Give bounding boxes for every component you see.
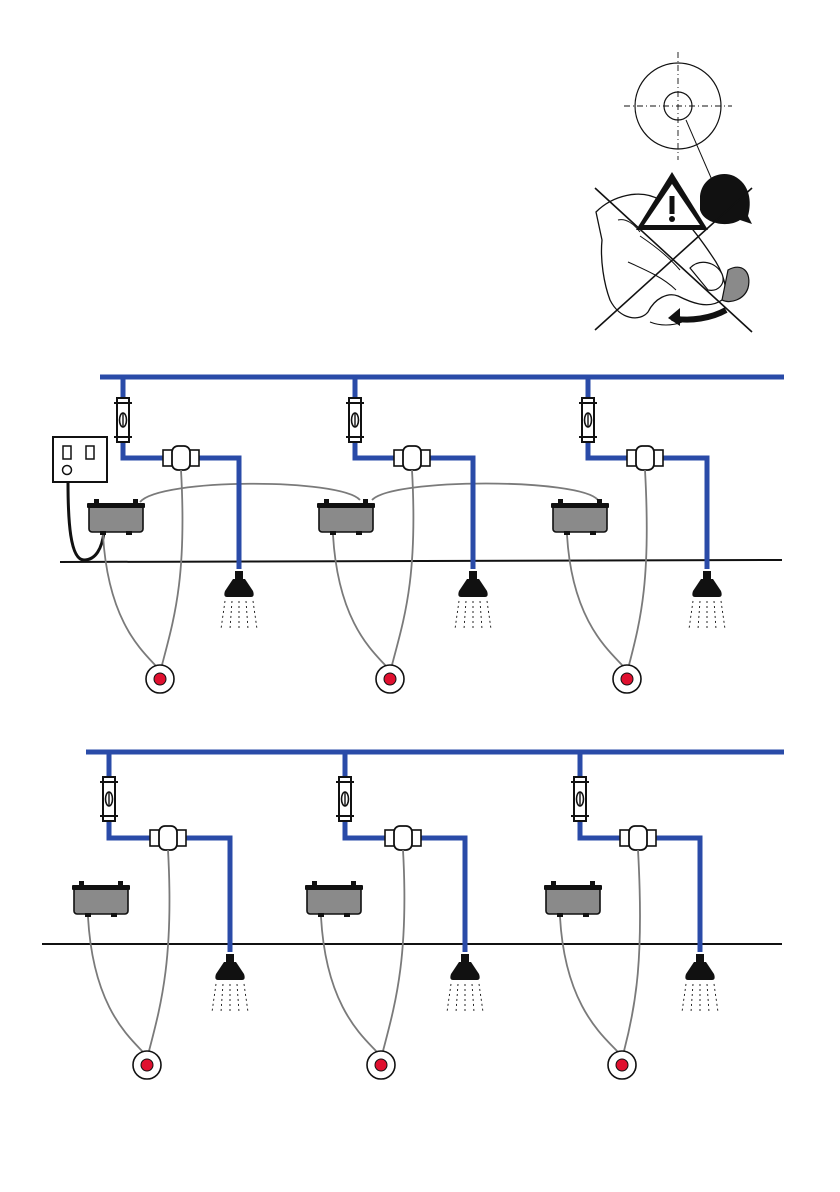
isolation-valve xyxy=(346,398,364,442)
sensor-cable xyxy=(149,850,170,1051)
solenoid-valve xyxy=(163,446,199,470)
solenoid-valve xyxy=(385,826,421,850)
power-socket xyxy=(53,437,107,482)
isolation-valve xyxy=(114,398,132,442)
shower-head-icon xyxy=(212,954,248,1012)
sensor-cable xyxy=(162,470,183,665)
shower-head-icon xyxy=(455,571,491,629)
shower-head-icon xyxy=(221,571,257,629)
solenoid-valve xyxy=(394,446,430,470)
push-button-icon xyxy=(133,1051,161,1079)
control-unit xyxy=(87,499,145,535)
control-unit xyxy=(544,881,602,917)
push-button-icon xyxy=(367,1051,395,1079)
networked-installation-diagram xyxy=(53,377,784,693)
standalone-installation-diagram xyxy=(42,752,784,1079)
isolation-valve xyxy=(100,777,118,821)
sensor-cable xyxy=(103,535,156,666)
water-pipe xyxy=(355,377,473,569)
sensor-cable xyxy=(383,850,404,1051)
shower-head-icon xyxy=(447,954,483,1012)
control-unit xyxy=(551,499,609,535)
sensor-cable xyxy=(333,535,386,666)
push-button-icon xyxy=(613,665,641,693)
sensor-cable xyxy=(88,917,143,1052)
control-unit xyxy=(305,881,363,917)
water-pipe xyxy=(345,752,465,952)
solenoid-valve xyxy=(627,446,663,470)
solenoid-valve xyxy=(150,826,186,850)
shower-head-icon xyxy=(689,571,725,629)
control-unit xyxy=(72,881,130,917)
speech-bubble-icon xyxy=(700,174,752,224)
control-unit xyxy=(317,499,375,535)
floor-line xyxy=(60,560,782,562)
solenoid-valve xyxy=(620,826,656,850)
sensor-cable xyxy=(629,470,647,665)
link-cable xyxy=(372,484,598,501)
isolation-valve xyxy=(336,777,354,821)
sensor-cable xyxy=(624,850,640,1051)
isolation-valve xyxy=(571,777,589,821)
caution-illustration xyxy=(595,52,752,332)
shower-head-icon xyxy=(682,954,718,1012)
sensor-cable xyxy=(567,535,623,666)
sensor-cable xyxy=(392,470,413,665)
sensor-cable xyxy=(560,917,618,1052)
push-button-icon xyxy=(376,665,404,693)
push-button-icon xyxy=(146,665,174,693)
push-button-icon xyxy=(608,1051,636,1079)
sensor-cable xyxy=(321,917,377,1052)
isolation-valve xyxy=(579,398,597,442)
